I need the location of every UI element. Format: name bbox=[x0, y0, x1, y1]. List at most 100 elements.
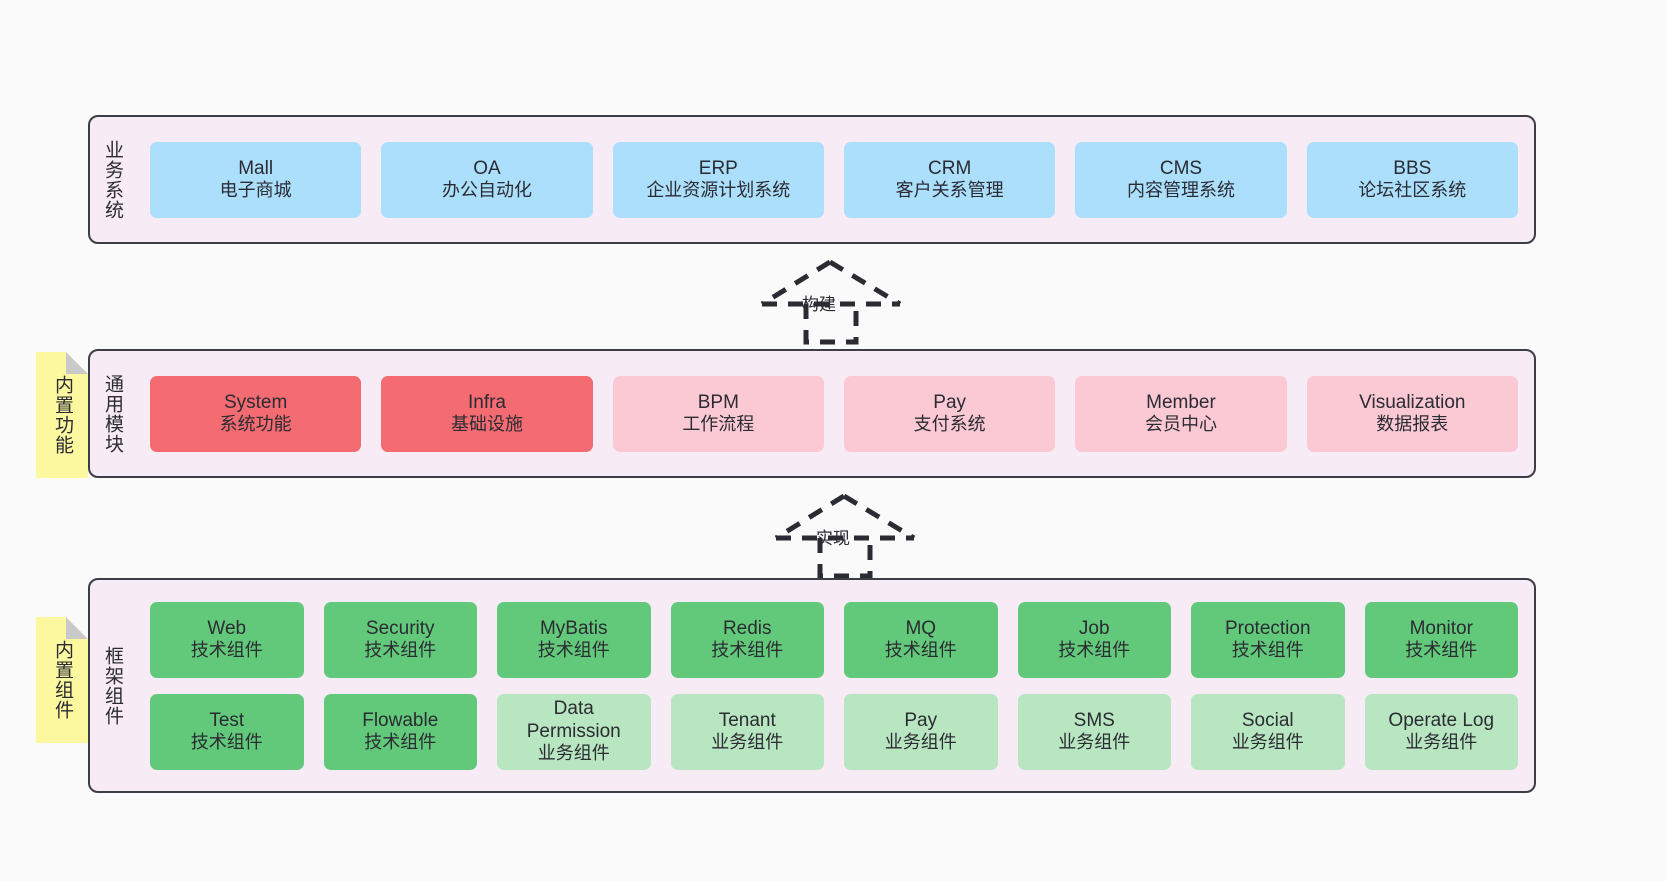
card-operate-log[interactable]: Operate Log 业务组件 bbox=[1364, 693, 1518, 770]
note-builtin-features: 内置功能 bbox=[36, 352, 88, 478]
note-label: 内置组件 bbox=[52, 640, 74, 720]
card-title-en: CMS bbox=[1159, 157, 1203, 179]
card-title-cn: 系统功能 bbox=[219, 414, 292, 435]
card-tenant[interactable]: Tenant 业务组件 bbox=[670, 693, 824, 770]
card-title-en: Infra bbox=[467, 391, 506, 413]
card-title-en: Protection bbox=[1224, 617, 1311, 639]
layer-business-system: 业务系统 Mall 电子商城 OA 办公自动化 ERP 企业资源计划系统 CRM… bbox=[88, 115, 1536, 244]
card-title-en: Member bbox=[1146, 391, 1216, 413]
card-title-cn: 技术组件 bbox=[364, 732, 437, 753]
card-title-cn: 技术组件 bbox=[364, 640, 437, 661]
card-crm[interactable]: CRM 客户关系管理 bbox=[843, 141, 1056, 218]
note-builtin-components: 内置组件 bbox=[36, 617, 88, 743]
card-title-en: Data Permission bbox=[526, 698, 621, 742]
card-title-en: Web bbox=[207, 617, 247, 639]
card-title-cn: 技术组件 bbox=[190, 732, 263, 753]
connector-build-label: 构建 bbox=[802, 295, 836, 314]
card-system[interactable]: System 系统功能 bbox=[150, 375, 362, 452]
card-flowable[interactable]: Flowable 技术组件 bbox=[323, 693, 477, 770]
card-title-en: MyBatis bbox=[539, 617, 608, 639]
card-title-en: Pay bbox=[933, 391, 967, 413]
layer-title-business: 业务系统 bbox=[102, 139, 124, 220]
card-mall[interactable]: Mall 电子商城 bbox=[150, 141, 362, 218]
card-title-en: SMS bbox=[1073, 709, 1115, 731]
card-title-en: BPM bbox=[697, 391, 739, 413]
card-title-cn: 企业资源计划系统 bbox=[646, 180, 791, 201]
connector-implement: 实现 bbox=[766, 492, 926, 579]
layer-body-business: Mall 电子商城 OA 办公自动化 ERP 企业资源计划系统 CRM 客户关系… bbox=[134, 117, 1534, 242]
card-oa[interactable]: OA 办公自动化 bbox=[381, 141, 593, 218]
card-title-cn: 技术组件 bbox=[1058, 640, 1131, 661]
card-job[interactable]: Job 技术组件 bbox=[1017, 601, 1171, 678]
card-title-cn: 技术组件 bbox=[711, 640, 784, 661]
card-erp[interactable]: ERP 企业资源计划系统 bbox=[612, 141, 824, 218]
card-cms[interactable]: CMS 内容管理系统 bbox=[1075, 141, 1287, 218]
dashed-hollow-arrow-icon bbox=[774, 493, 916, 579]
card-title-cn: 工作流程 bbox=[682, 414, 755, 435]
card-redis[interactable]: Redis 技术组件 bbox=[670, 601, 824, 678]
card-row: System 系统功能 Infra 基础设施 BPM 工作流程 Pay 支付系统… bbox=[150, 375, 1518, 452]
card-title-en: Flowable bbox=[362, 709, 439, 731]
card-title-en: Pay bbox=[904, 709, 938, 731]
card-row-business: Test 技术组件 Flowable 技术组件 Data Permission … bbox=[150, 693, 1518, 770]
card-row-technical: Web 技术组件 Security 技术组件 MyBatis 技术组件 Redi… bbox=[150, 601, 1518, 678]
card-title-en: CRM bbox=[928, 157, 972, 179]
card-protection[interactable]: Protection 技术组件 bbox=[1191, 601, 1345, 678]
card-title-cn: 论坛社区系统 bbox=[1358, 180, 1467, 201]
card-social[interactable]: Social 业务组件 bbox=[1191, 693, 1345, 770]
connector-implement-label: 实现 bbox=[816, 529, 850, 548]
card-title-en: Mall bbox=[238, 157, 274, 179]
layer-body-framework: Web 技术组件 Security 技术组件 MyBatis 技术组件 Redi… bbox=[134, 580, 1534, 791]
card-mq[interactable]: MQ 技术组件 bbox=[844, 601, 998, 678]
card-row: Mall 电子商城 OA 办公自动化 ERP 企业资源计划系统 CRM 客户关系… bbox=[150, 141, 1518, 218]
card-title-cn: 业务组件 bbox=[1058, 732, 1131, 753]
card-test[interactable]: Test 技术组件 bbox=[150, 693, 304, 770]
card-title-cn: 技术组件 bbox=[190, 640, 263, 661]
layer-body-common: System 系统功能 Infra 基础设施 BPM 工作流程 Pay 支付系统… bbox=[134, 351, 1534, 476]
card-bpm[interactable]: BPM 工作流程 bbox=[612, 375, 824, 452]
card-title-cn: 业务组件 bbox=[1231, 732, 1304, 753]
card-visualization[interactable]: Visualization 数据报表 bbox=[1306, 375, 1518, 452]
card-title-cn: 客户关系管理 bbox=[895, 180, 1004, 201]
card-title-cn: 业务组件 bbox=[711, 732, 784, 753]
card-monitor[interactable]: Monitor 技术组件 bbox=[1364, 601, 1518, 678]
card-title-en: Redis bbox=[722, 617, 772, 639]
card-title-cn: 内容管理系统 bbox=[1126, 180, 1235, 201]
card-title-cn: 电子商城 bbox=[219, 180, 292, 201]
note-label: 内置功能 bbox=[52, 375, 74, 455]
card-title-en: Job bbox=[1078, 617, 1110, 639]
card-title-cn: 技术组件 bbox=[537, 640, 610, 661]
card-title-en: System bbox=[223, 391, 288, 413]
card-title-en: Social bbox=[1241, 709, 1294, 731]
card-title-en: Operate Log bbox=[1388, 709, 1495, 731]
card-title-cn: 数据报表 bbox=[1376, 414, 1449, 435]
card-security[interactable]: Security 技术组件 bbox=[323, 601, 477, 678]
card-title-cn: 技术组件 bbox=[884, 640, 957, 661]
card-mybatis[interactable]: MyBatis 技术组件 bbox=[497, 601, 651, 678]
card-title-en: MQ bbox=[905, 617, 937, 639]
card-title-en: Visualization bbox=[1359, 391, 1466, 413]
layer-title-common: 通用模块 bbox=[102, 373, 124, 454]
card-web[interactable]: Web 技术组件 bbox=[150, 601, 304, 678]
layer-framework-components: 框架组件 Web 技术组件 Security 技术组件 MyBatis 技术组件… bbox=[88, 578, 1536, 793]
card-title-cn: 技术组件 bbox=[1405, 640, 1478, 661]
layer-title-framework: 框架组件 bbox=[102, 645, 124, 726]
card-title-en: Tenant bbox=[718, 709, 776, 731]
card-title-cn: 业务组件 bbox=[884, 732, 957, 753]
card-pay[interactable]: Pay 支付系统 bbox=[843, 375, 1056, 452]
card-bbs[interactable]: BBS 论坛社区系统 bbox=[1306, 141, 1518, 218]
card-member[interactable]: Member 会员中心 bbox=[1075, 375, 1287, 452]
card-title-cn: 业务组件 bbox=[1405, 732, 1478, 753]
card-title-en: Security bbox=[365, 617, 435, 639]
dashed-hollow-arrow-icon bbox=[760, 259, 902, 345]
card-pay-business[interactable]: Pay 业务组件 bbox=[844, 693, 998, 770]
card-title-cn: 基础设施 bbox=[450, 414, 523, 435]
card-infra[interactable]: Infra 基础设施 bbox=[381, 375, 593, 452]
card-title-cn: 业务组件 bbox=[537, 742, 610, 763]
card-data-permission[interactable]: Data Permission 业务组件 bbox=[497, 693, 651, 770]
card-title-en: BBS bbox=[1393, 157, 1432, 179]
card-sms[interactable]: SMS 业务组件 bbox=[1017, 693, 1171, 770]
connector-build: 构建 bbox=[752, 258, 912, 345]
card-title-cn: 办公自动化 bbox=[441, 180, 532, 201]
